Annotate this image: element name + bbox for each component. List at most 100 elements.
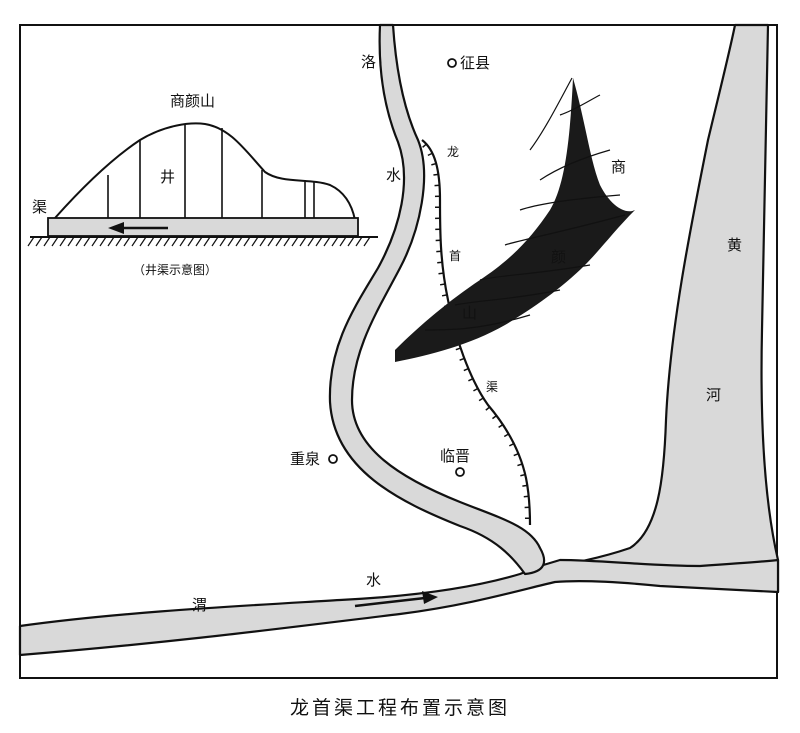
canal-tick bbox=[485, 406, 491, 411]
ground-hatch bbox=[339, 236, 347, 247]
ground-hatch bbox=[131, 236, 139, 247]
inset-well-label: 井 bbox=[160, 168, 175, 186]
shangyan-mountain bbox=[395, 77, 635, 362]
canal-tick bbox=[433, 173, 439, 176]
figure-caption: 龙首渠工程布置示意图 bbox=[290, 697, 510, 719]
ground-hatch bbox=[267, 236, 275, 247]
ground-hatch bbox=[107, 236, 115, 247]
ground-hatch bbox=[235, 236, 243, 247]
longshou-canal bbox=[421, 139, 532, 526]
map-frame bbox=[19, 24, 778, 679]
ground-hatch bbox=[291, 236, 299, 247]
ground-hatch bbox=[283, 236, 291, 247]
ground-hatch bbox=[51, 236, 59, 247]
ground-hatch bbox=[83, 236, 91, 247]
ground-hatch bbox=[67, 236, 75, 247]
ground-hatch bbox=[363, 236, 371, 247]
label-long: 龙 bbox=[447, 145, 459, 159]
label-linjin: 临晋 bbox=[440, 447, 470, 465]
canal-tick bbox=[522, 484, 528, 487]
ground-hatch bbox=[259, 236, 267, 247]
ground-hatch bbox=[171, 236, 179, 247]
inset-diagram: 商颜山 井 渠 （井渠示意图） bbox=[27, 92, 378, 277]
label-luo: 洛 bbox=[361, 53, 376, 71]
canal-tick bbox=[463, 367, 469, 372]
ground-hatch bbox=[195, 236, 203, 247]
ground-hatch bbox=[59, 236, 67, 247]
ground-hatch bbox=[27, 236, 35, 247]
ground-hatch bbox=[299, 236, 307, 247]
canal-tick bbox=[438, 272, 444, 275]
label-yan: 颜 bbox=[551, 248, 566, 266]
label-shou: 首 bbox=[449, 249, 461, 263]
label-he: 河 bbox=[706, 386, 721, 404]
label-shang: 商 bbox=[611, 158, 626, 176]
canal-tick bbox=[517, 463, 523, 467]
yellow-river bbox=[528, 23, 780, 594]
ground-hatch bbox=[155, 236, 163, 247]
mountain-ridge-main bbox=[395, 78, 635, 362]
ground-hatch bbox=[139, 236, 147, 247]
canal-tick bbox=[473, 387, 479, 392]
canal-tick bbox=[439, 283, 446, 286]
inset-hatch bbox=[27, 236, 371, 247]
ground-hatch bbox=[43, 236, 51, 247]
canal-tick bbox=[498, 424, 504, 429]
inset-mountain-label: 商颜山 bbox=[170, 92, 215, 110]
ground-hatch bbox=[211, 236, 219, 247]
ground-hatch bbox=[115, 236, 123, 247]
ground-hatch bbox=[243, 236, 251, 247]
ground-hatch bbox=[203, 236, 211, 247]
canal-tick bbox=[492, 415, 497, 420]
ground-hatch bbox=[75, 236, 83, 247]
canal-tick bbox=[520, 473, 526, 477]
inset-channel bbox=[47, 217, 359, 237]
label-huang: 黄 bbox=[727, 236, 742, 254]
inset-hill bbox=[54, 122, 356, 221]
label-luo-shui: 水 bbox=[386, 166, 401, 184]
canal-tick bbox=[503, 433, 509, 438]
ground-hatch bbox=[179, 236, 187, 247]
ground-hatch bbox=[35, 236, 43, 247]
label-wei-shui: 水 bbox=[366, 571, 381, 589]
canal-tick bbox=[441, 294, 448, 297]
canal-tick bbox=[523, 495, 529, 498]
inset-wells bbox=[107, 125, 315, 218]
inset-caption: （井渠示意图） bbox=[133, 262, 217, 277]
zhengxian-marker bbox=[447, 58, 457, 68]
ground-hatch bbox=[315, 236, 323, 247]
canal-tick bbox=[455, 347, 461, 351]
ground-hatch bbox=[355, 236, 363, 247]
ground-hatch bbox=[227, 236, 235, 247]
canal-tick bbox=[478, 397, 484, 402]
canal-tick bbox=[422, 143, 427, 148]
inset-channel-label: 渠 bbox=[32, 198, 47, 216]
ground-hatch bbox=[251, 236, 259, 247]
canal-tick bbox=[459, 357, 465, 361]
ground-hatch bbox=[219, 236, 227, 247]
mountain-ridge-back bbox=[424, 77, 626, 331]
ground-hatch bbox=[307, 236, 315, 247]
ground-hatch bbox=[147, 236, 155, 247]
ground-hatch bbox=[163, 236, 171, 247]
linjin-marker bbox=[455, 467, 465, 477]
canal-tick bbox=[427, 152, 433, 157]
canal-tick bbox=[431, 162, 437, 166]
label-wei: 渭 bbox=[192, 596, 207, 614]
label-shan-mtn: 山 bbox=[462, 304, 477, 322]
canal-tick bbox=[468, 377, 474, 382]
ground-hatch bbox=[331, 236, 339, 247]
canal-ticks bbox=[422, 143, 530, 520]
ground-hatch bbox=[347, 236, 355, 247]
ground-hatch bbox=[275, 236, 283, 247]
ground-hatch bbox=[91, 236, 99, 247]
chongquan-marker bbox=[328, 454, 338, 464]
label-zhengxian: 征县 bbox=[460, 54, 490, 72]
ground-hatch bbox=[99, 236, 107, 247]
inset-flow-arrow bbox=[108, 222, 168, 234]
ground-hatch bbox=[187, 236, 195, 247]
canal-tick bbox=[508, 442, 515, 447]
ground-hatch bbox=[323, 236, 331, 247]
luo-river bbox=[328, 23, 546, 576]
